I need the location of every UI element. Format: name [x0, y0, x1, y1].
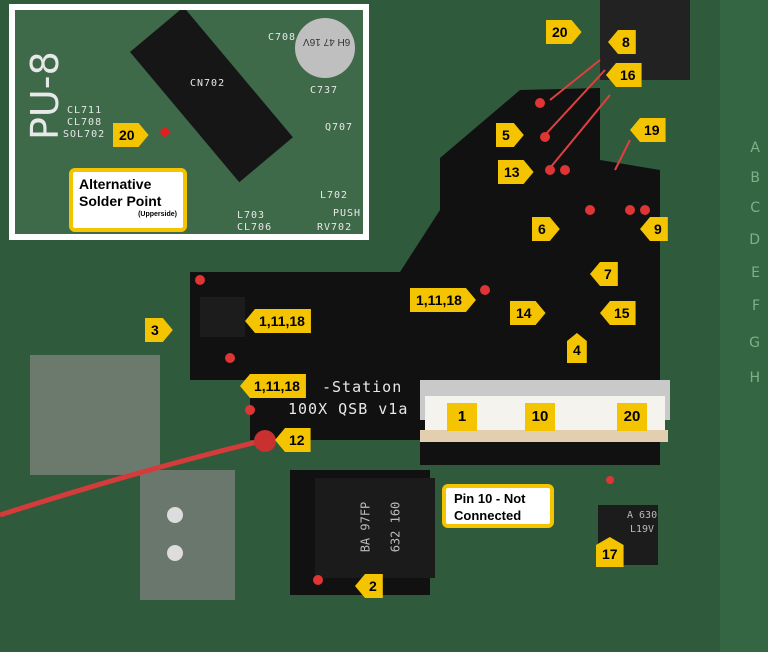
silk: CL711 — [67, 105, 103, 116]
tag-19: 19 — [630, 118, 666, 142]
solder-point — [159, 126, 171, 138]
silk: SOL702 — [63, 129, 106, 140]
metal-shield — [30, 355, 160, 475]
chip-main-text: BA 97FP — [358, 501, 373, 553]
tag-4: 4 — [567, 333, 587, 363]
silkscreen-line1: -Station — [322, 378, 403, 396]
silk: CN702 — [190, 78, 226, 89]
board-label: PU-8 — [23, 51, 67, 140]
wire — [0, 437, 266, 518]
edge-letter: F — [751, 298, 760, 314]
alternative-solder-callout: Alternative Solder Point (Upperside) — [69, 168, 187, 232]
connector-pin-20-label: 20 — [617, 403, 647, 431]
edge-letter: E — [751, 265, 760, 281]
silk: Q707 — [325, 122, 354, 133]
tag-1-11-18: 1,11,18 — [410, 288, 476, 312]
connector-pin-1-label: 1 — [447, 403, 477, 431]
tag-20-inset: 20 — [113, 123, 149, 147]
silk: L703 — [237, 210, 266, 221]
main-chip — [315, 478, 435, 578]
silk: L702 — [320, 190, 349, 201]
tag-1-11-18: 1,11,18 — [240, 374, 306, 398]
chip-small-text: A 630 — [627, 510, 658, 521]
note-line2: Connected — [454, 508, 522, 523]
tag-1-11-18: 1,11,18 — [245, 309, 311, 333]
connector-pin-10-label: 10 — [525, 403, 555, 431]
metal-shield-2 — [140, 470, 235, 600]
edge-letter: A — [750, 140, 760, 156]
edge-letter: H — [749, 370, 760, 386]
callout-note: (Upperside) — [138, 211, 177, 218]
pin10-note: Pin 10 - Not Connected — [442, 484, 554, 528]
qsb-board — [190, 88, 660, 465]
silk: PUSH — [333, 208, 362, 219]
silk: C737 — [310, 85, 339, 96]
inset-alternative-solder-point: 6H 47 16V PU-8 CN702 C708 C737 CL711 CL7… — [9, 4, 369, 240]
callout-title: Alternative Solder Point — [79, 176, 162, 209]
silk: C708 — [268, 32, 297, 43]
chip-main-text: 632 160 — [388, 501, 403, 553]
note-line1: Pin 10 - Not — [454, 491, 526, 506]
edge-letter: B — [750, 170, 760, 186]
silk: CL708 — [67, 117, 103, 128]
edge-letter: C — [750, 200, 760, 216]
capacitor-text: 6H 47 16V — [303, 36, 351, 47]
edge-letter: G — [749, 335, 760, 351]
edge-letter: D — [749, 232, 760, 248]
capacitor — [295, 18, 355, 78]
chip-small-text: L19V — [630, 524, 655, 535]
silk: RV702 — [317, 222, 353, 233]
silkscreen-line2: 100X QSB v1a — [288, 400, 409, 418]
silk: CL706 — [237, 222, 273, 233]
